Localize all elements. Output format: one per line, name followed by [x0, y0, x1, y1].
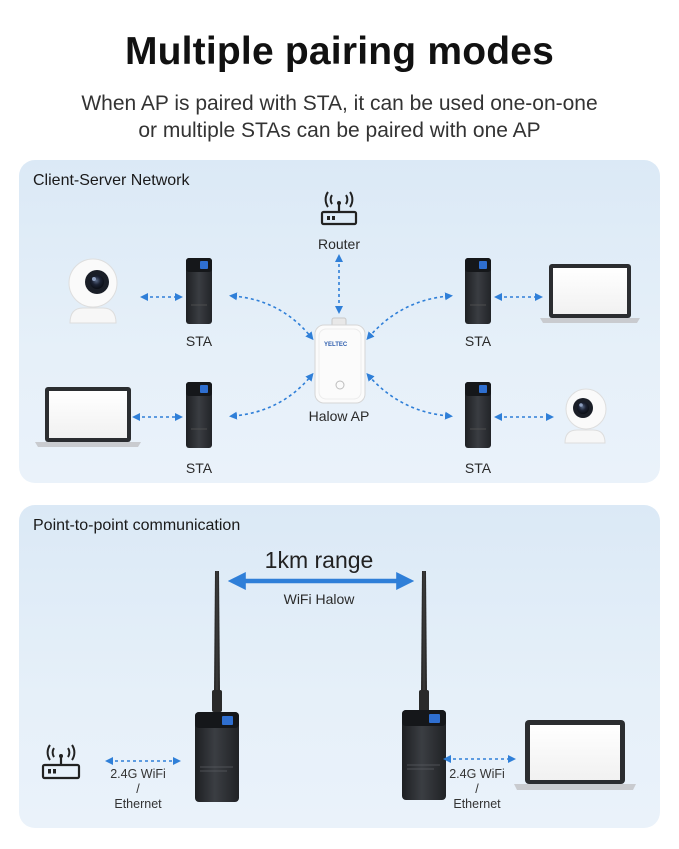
bridge-device-right — [402, 571, 446, 800]
halow-ap-label: Halow AP — [308, 408, 370, 424]
right-link-sep: / — [475, 782, 479, 796]
left-link-line1: 2.4G WiFi — [110, 767, 166, 781]
sta1-ap-link — [229, 292, 314, 341]
sta-label-bottom-right: STA — [464, 460, 492, 476]
client-server-title: Client-Server Network — [33, 172, 190, 189]
sta-device-top-left — [186, 258, 212, 324]
client-server-diagram: YELTEC — [35, 191, 640, 448]
page-title: Multiple pairing modes — [124, 30, 555, 73]
sta-label-top-left: STA — [185, 333, 213, 349]
router-icon — [320, 191, 358, 226]
right-link-line1: 2.4G WiFi — [449, 767, 505, 781]
sta-device-bottom-right — [465, 382, 491, 448]
sta-device-top-right — [465, 258, 491, 324]
camera-icon-left — [68, 258, 118, 324]
halow-ap-device: YELTEC — [314, 317, 366, 404]
sta-label-top-right: STA — [464, 333, 492, 349]
client-server-panel: Client-Server Network — [19, 160, 660, 483]
left-link-line2: Ethernet — [114, 797, 162, 811]
left-link-sep: / — [136, 782, 140, 796]
laptop-icon-left — [35, 387, 141, 447]
point-to-point-diagram — [41, 571, 636, 802]
right-link-label: 2.4G WiFi / Ethernet — [436, 767, 518, 812]
router-label: Router — [317, 236, 361, 252]
sta3-ap-link — [366, 292, 453, 341]
sta-device-bottom-left — [186, 382, 212, 448]
subtitle-line-2: or multiple STAs can be paired with one … — [138, 119, 541, 142]
left-link-label: 2.4G WiFi / Ethernet — [97, 767, 179, 812]
bridge-device-left — [195, 571, 239, 802]
laptop-icon-right — [540, 264, 640, 323]
range-label: 1km range — [264, 547, 374, 573]
page-subtitle: When AP is paired with STA, it can be us… — [0, 90, 679, 144]
laptop-icon-bottom — [514, 720, 636, 790]
router-icon-bottom — [41, 744, 81, 780]
wifi-halow-label: WiFi Halow — [283, 591, 355, 607]
ap-brand-text: YELTEC — [324, 342, 348, 348]
sta-label-bottom-left: STA — [185, 460, 213, 476]
right-link-line2: Ethernet — [453, 797, 501, 811]
point-to-point-panel: Point-to-point communication — [19, 505, 660, 828]
sta2-ap-link — [229, 372, 314, 420]
camera-icon-right — [564, 388, 607, 444]
point-to-point-title: Point-to-point communication — [33, 517, 241, 534]
subtitle-line-1: When AP is paired with STA, it can be us… — [81, 92, 598, 115]
